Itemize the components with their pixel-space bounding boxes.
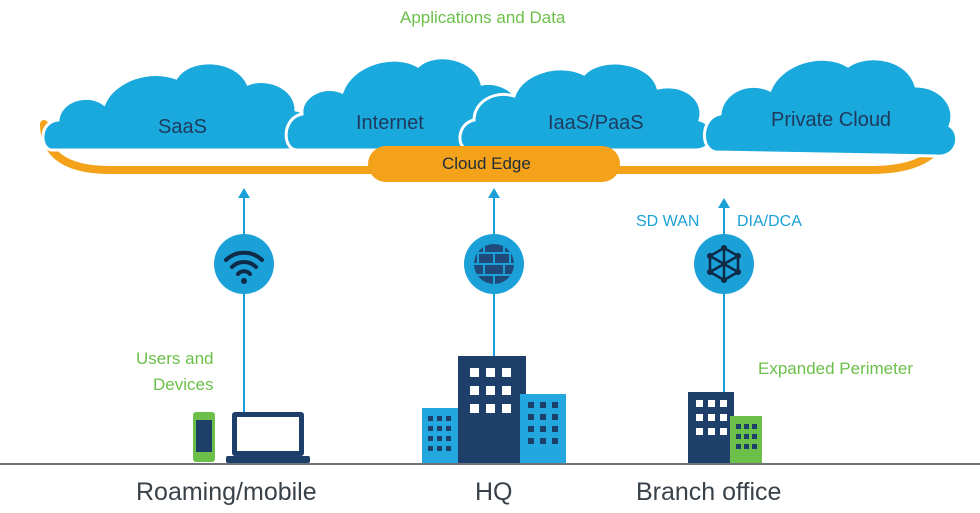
cloud-label-saas: SaaS xyxy=(158,116,207,138)
dia-dca-label: DIA/DCA xyxy=(737,213,802,230)
sdwan-hub-icon xyxy=(694,234,754,294)
expanded-perimeter-label: Expanded Perimeter xyxy=(758,359,913,378)
users-label-line1: Users and xyxy=(136,349,214,368)
connector-roaming xyxy=(238,188,250,414)
cloud-private-cloud xyxy=(703,57,959,158)
site-label-roaming: Roaming/mobile xyxy=(136,478,317,506)
hq-building-center xyxy=(458,356,526,464)
phone-icon xyxy=(193,412,215,462)
site-label-branch: Branch office xyxy=(636,478,782,506)
laptop-icon xyxy=(226,412,310,463)
connector-branch xyxy=(718,198,730,392)
firewall-icon xyxy=(464,234,524,294)
cloud-edge-label: Cloud Edge xyxy=(442,154,531,173)
cloud-saas xyxy=(41,61,312,152)
cloud-label-private-cloud: Private Cloud xyxy=(771,109,892,131)
cloud-label-internet: Internet xyxy=(356,112,424,134)
hq-building-right xyxy=(520,394,566,464)
site-label-hq: HQ xyxy=(475,478,513,506)
branch-building-main xyxy=(688,392,734,464)
top-title: Applications and Data xyxy=(400,8,566,27)
wifi-icon xyxy=(214,234,274,294)
cloud-iaas-paas xyxy=(458,61,713,152)
cloud-edge-pill xyxy=(368,146,620,182)
users-label-line2: Devices xyxy=(153,375,214,394)
hq-building-left xyxy=(422,408,462,464)
branch-building-annex xyxy=(730,416,762,464)
cloud-label-iaas-paas: IaaS/PaaS xyxy=(548,112,644,134)
sd-wan-label: SD WAN xyxy=(636,213,700,230)
